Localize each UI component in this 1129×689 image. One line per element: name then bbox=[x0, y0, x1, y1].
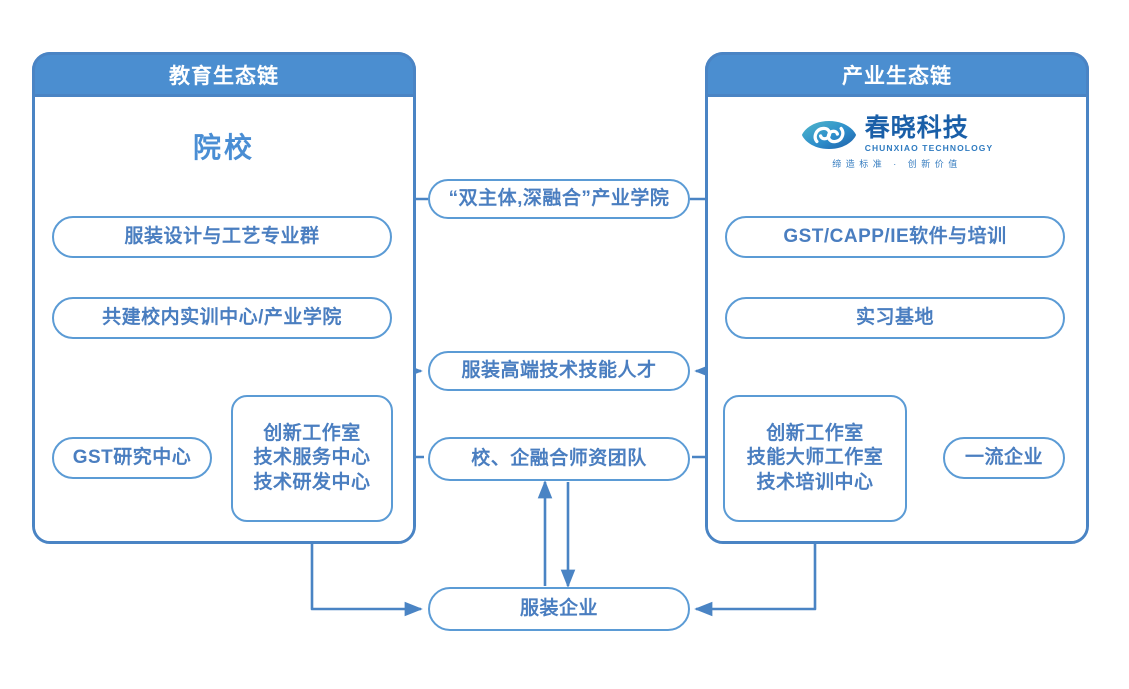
node-high-end-talent-label: 服装高端技术技能人才 bbox=[461, 359, 657, 381]
logo-chinese-name: 春晓科技 bbox=[864, 114, 969, 142]
panel-industry-header: 产业生态链 bbox=[705, 52, 1089, 97]
node-apparel-enterprise[interactable]: 服装企业 bbox=[428, 587, 690, 631]
node-gst-capp-ie-software-label: GST/CAPP/IE软件与培训 bbox=[783, 225, 1007, 247]
section-title-colleges-label: 院校 bbox=[192, 132, 255, 163]
logo-slogan: 缔造标准 · 创新价值 bbox=[832, 159, 962, 169]
node-gst-research-center[interactable]: GST研究中心 bbox=[52, 437, 212, 479]
node-innovation-studio-right-line-2: 技能大师工作室 bbox=[746, 447, 884, 469]
logo-text-column: 春晓科技 CHUNXIAO TECHNOLOGY bbox=[864, 114, 994, 154]
chunxiao-logo: 春晓科技 CHUNXIAO TECHNOLOGY 缔造标准 · 创新价值 bbox=[705, 116, 1089, 170]
node-internship-base[interactable]: 实习基地 bbox=[725, 297, 1065, 339]
node-innovation-studio-left-line-2: 技术服务中心 bbox=[253, 447, 371, 469]
node-top-tier-enterprise[interactable]: 一流企业 bbox=[943, 437, 1065, 479]
node-gst-capp-ie-software[interactable]: GST/CAPP/IE软件与培训 bbox=[725, 216, 1065, 258]
panel-education-header: 教育生态链 bbox=[32, 52, 416, 97]
panel-education-header-label: 教育生态链 bbox=[169, 64, 279, 88]
chunxiao-eye-logo-icon bbox=[801, 118, 857, 152]
node-apparel-design-major-group[interactable]: 服装设计与工艺专业群 bbox=[52, 216, 392, 258]
logo-row: 春晓科技 CHUNXIAO TECHNOLOGY bbox=[801, 116, 994, 153]
node-joint-training-center[interactable]: 共建校内实训中心/产业学院 bbox=[52, 297, 392, 339]
node-dual-subject-industry-college[interactable]: “双主体,深融合”产业学院 bbox=[428, 179, 690, 219]
node-joint-training-center-label: 共建校内实训中心/产业学院 bbox=[102, 306, 342, 328]
node-innovation-studio-left-line-3: 技术研发中心 bbox=[253, 471, 371, 493]
node-top-tier-enterprise-label: 一流企业 bbox=[964, 446, 1043, 468]
node-dual-subject-industry-college-label: “双主体,深融合”产业学院 bbox=[448, 187, 670, 209]
section-title-colleges: 院校 bbox=[32, 126, 416, 166]
node-apparel-enterprise-label: 服装企业 bbox=[519, 597, 598, 619]
node-innovation-studio-right-line-1: 创新工作室 bbox=[766, 423, 864, 445]
logo-english-name: CHUNXIAO TECHNOLOGY bbox=[864, 143, 994, 153]
node-apparel-design-major-group-label: 服装设计与工艺专业群 bbox=[124, 225, 320, 247]
panel-industry-header-label: 产业生态链 bbox=[842, 64, 952, 88]
node-innovation-studio-right[interactable]: 创新工作室 技能大师工作室 技术培训中心 bbox=[723, 395, 907, 522]
node-innovation-studio-left[interactable]: 创新工作室 技术服务中心 技术研发中心 bbox=[231, 395, 393, 522]
node-innovation-studio-left-line-1: 创新工作室 bbox=[263, 423, 361, 445]
node-gst-research-center-label: GST研究中心 bbox=[72, 446, 192, 468]
node-high-end-talent[interactable]: 服装高端技术技能人才 bbox=[428, 351, 690, 391]
node-internship-base-label: 实习基地 bbox=[855, 306, 934, 328]
node-innovation-studio-right-line-3: 技术培训中心 bbox=[756, 471, 874, 493]
node-school-enterprise-faculty-team[interactable]: 校、企融合师资团队 bbox=[428, 437, 690, 481]
node-school-enterprise-faculty-team-label: 校、企融合师资团队 bbox=[471, 447, 647, 469]
